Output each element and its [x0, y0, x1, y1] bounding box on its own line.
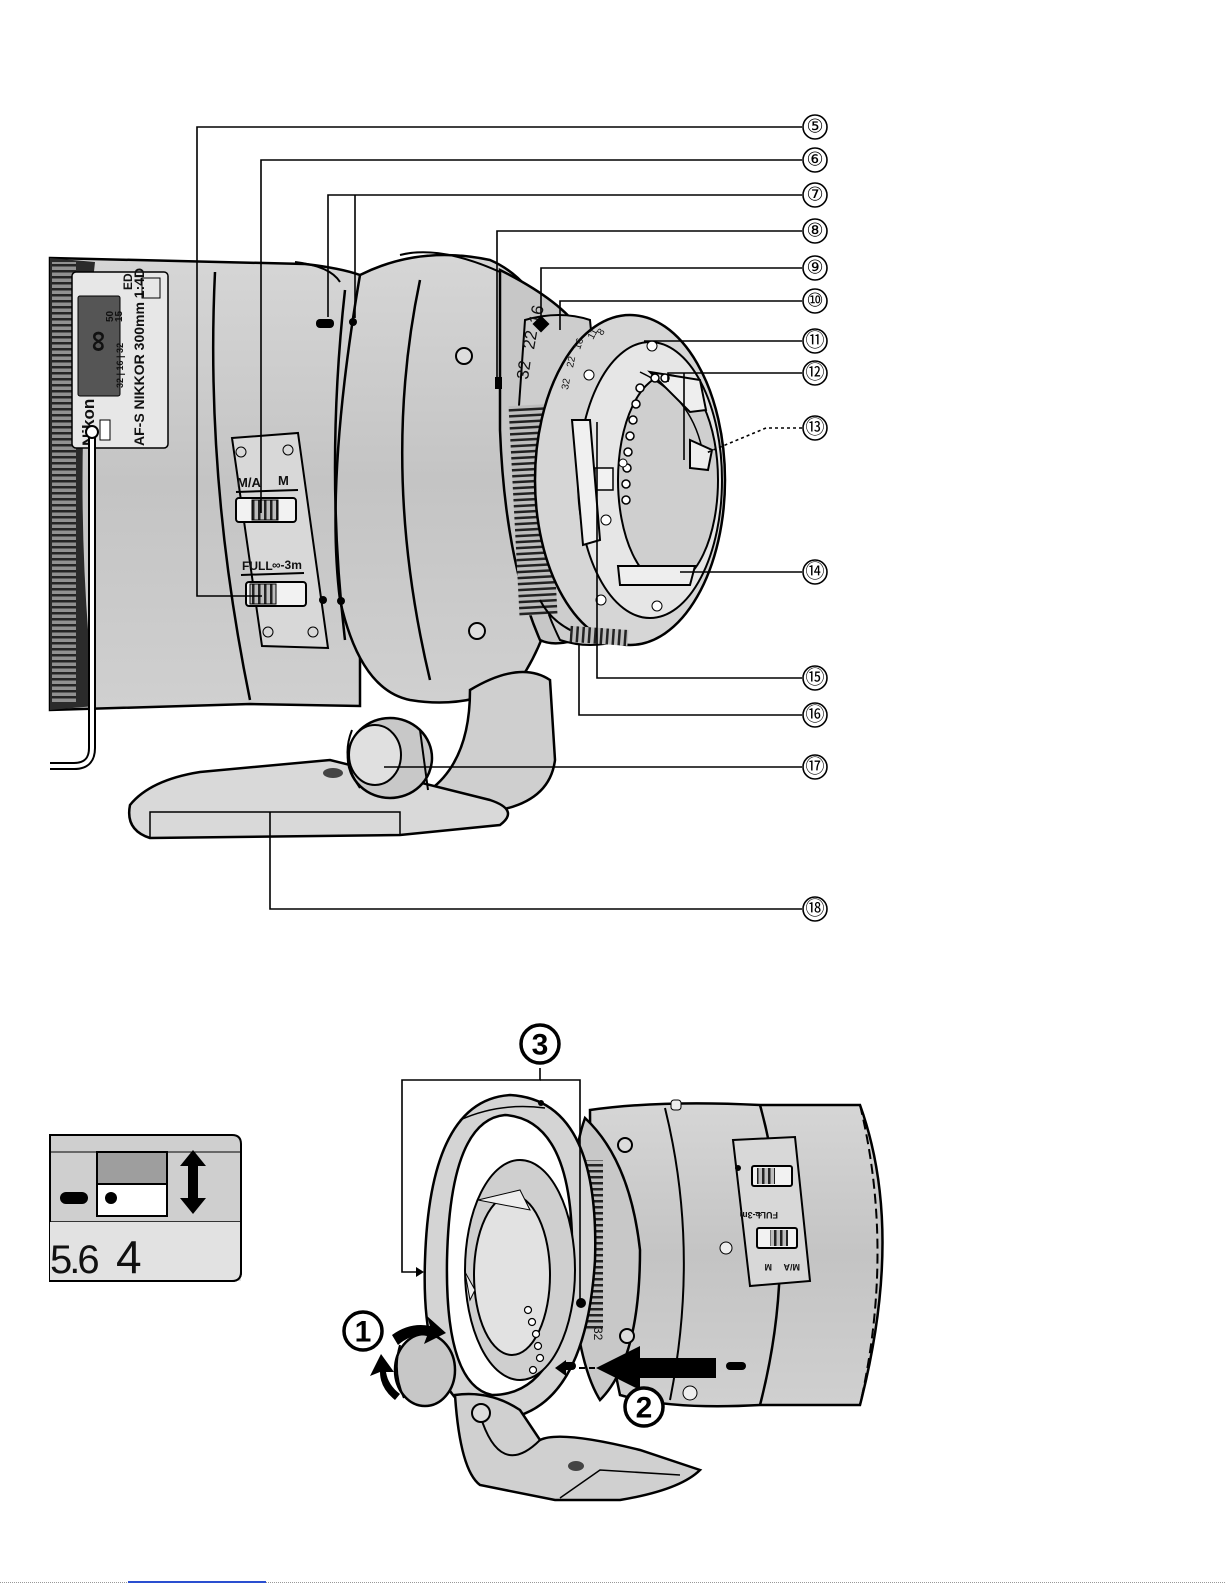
callout-6: ⑥ [803, 148, 827, 172]
bottom-label-range: ∞-3m [740, 1210, 762, 1220]
mode-label-ma: M/A [237, 475, 261, 490]
callout-13: ⑬ [803, 416, 827, 440]
limiter-label-range: ∞-3m [272, 558, 302, 572]
svg-text:⑩: ⑩ [806, 291, 823, 312]
callout-12: ⑫ [803, 361, 827, 385]
svg-text:⑤: ⑤ [806, 117, 823, 138]
bayonet-mount: 32 22 16 11 8 [535, 315, 725, 645]
bottom-aperture-32: 32 [591, 1327, 605, 1341]
bottom-label-m: M [765, 1262, 773, 1272]
step-callout-1: 1 [344, 1312, 382, 1350]
bottom-label-ma: M/A [783, 1262, 800, 1272]
svg-text:1: 1 [355, 1316, 372, 1349]
svg-text:⑨: ⑨ [806, 258, 823, 279]
callout-numbers: ⑤ ⑥ ⑦ ⑧ ⑨ ⑩ ⑪ ⑫ ⑬ ⑭ ⑮ ⑯ ⑰ ⑱ [803, 115, 827, 921]
inset-aperture-56: 5.6 [50, 1238, 98, 1282]
callout-15: ⑮ [803, 666, 827, 690]
page-bottom-link-underline [128, 1581, 266, 1583]
distance-15: 15 [114, 310, 125, 322]
lens-collar-removal-view: FULL ∞-3m M/A M 32 [370, 1068, 883, 1500]
callout-17: ⑰ [803, 755, 827, 779]
step-callout-3: 3 [521, 1025, 559, 1063]
svg-text:⑫: ⑫ [805, 362, 824, 384]
aperture-32: 32 [513, 359, 534, 380]
lens-side-view: ∞ 50 15 32 | 16 | 32 AF-S NIKKOR 300mm 1… [50, 252, 725, 838]
aperture-lock-inset: 5.6 4 [50, 1135, 241, 1283]
distance-infinity: ∞ [81, 331, 114, 352]
svg-text:⑬: ⑬ [805, 417, 824, 439]
svg-text:⑦: ⑦ [806, 185, 823, 206]
depth-of-field-scale: 32 | 16 | 32 [115, 343, 125, 388]
bottom-collar-knob[interactable] [395, 1334, 455, 1406]
callout-9: ⑨ [803, 256, 827, 280]
aperture-22: 22 [519, 329, 541, 351]
mode-label-m: M [278, 473, 289, 488]
svg-text:2: 2 [636, 1392, 653, 1425]
callout-16: ⑯ [803, 703, 827, 727]
svg-text:⑧: ⑧ [806, 221, 823, 242]
svg-text:⑮: ⑮ [805, 667, 824, 689]
lens-model-name: AF-S NIKKOR 300mm 1:4D [131, 268, 147, 446]
callout-7: ⑦ [803, 183, 827, 207]
callout-8: ⑧ [803, 219, 827, 243]
svg-text:⑰: ⑰ [805, 756, 824, 778]
callout-11: ⑪ [803, 329, 827, 353]
collar-rotation-knob[interactable] [348, 718, 433, 798]
svg-text:⑯: ⑯ [805, 704, 824, 726]
svg-text:3: 3 [532, 1029, 549, 1062]
svg-text:⑥: ⑥ [806, 150, 823, 171]
callout-18: ⑱ [803, 897, 827, 921]
callout-5: ⑤ [803, 115, 827, 139]
svg-text:⑭: ⑭ [805, 561, 824, 583]
callout-14: ⑭ [803, 560, 827, 584]
svg-text:⑪: ⑪ [805, 330, 824, 352]
inset-aperture-4: 4 [116, 1231, 142, 1283]
ed-mark: ED [121, 273, 135, 290]
lens-name-plate: ∞ 50 15 32 | 16 | 32 AF-S NIKKOR 300mm 1… [72, 268, 168, 448]
step-callout-2: 2 [625, 1388, 663, 1426]
svg-text:⑱: ⑱ [805, 898, 824, 920]
callout-10: ⑩ [803, 289, 827, 313]
limiter-label-full: FULL [242, 559, 273, 573]
